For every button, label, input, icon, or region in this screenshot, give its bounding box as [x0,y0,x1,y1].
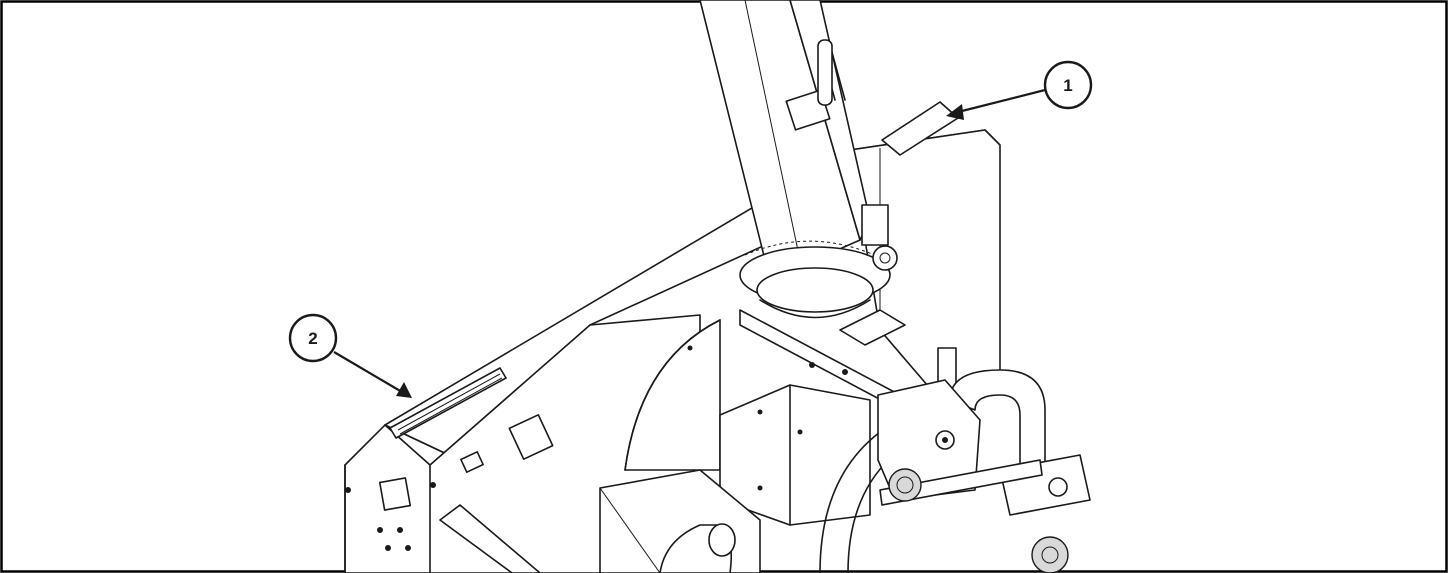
callout-1: 1 [946,60,1093,120]
discharge-chute [699,0,898,319]
callout-1-label: 1 [1063,76,1072,95]
hitch-frame [439,309,1091,573]
brand-decal-hood [389,367,507,439]
callout-2-label: 2 [308,329,317,348]
callout-2: 2 [288,313,412,398]
